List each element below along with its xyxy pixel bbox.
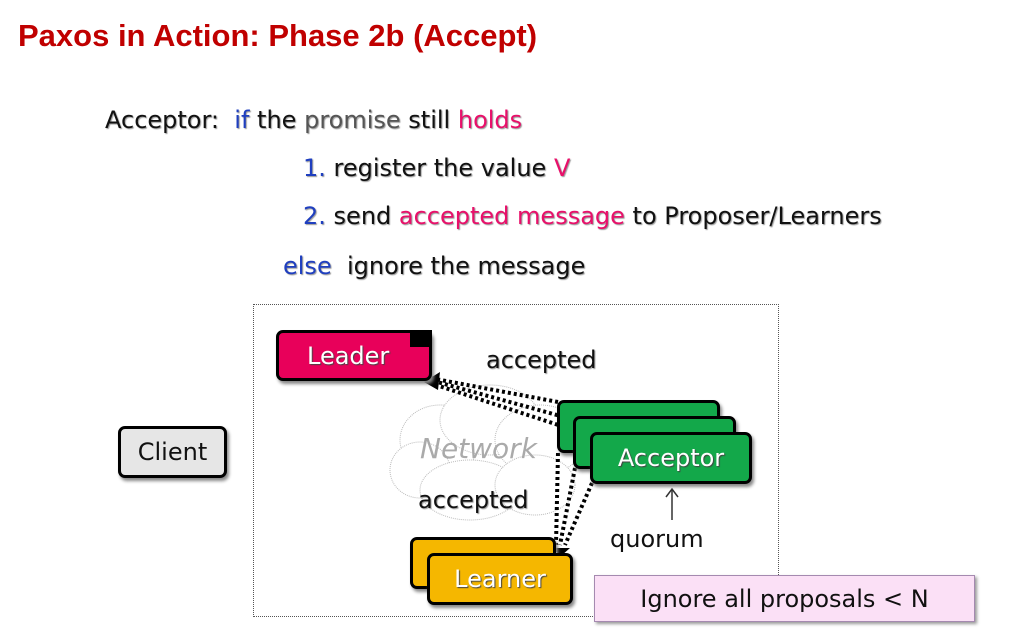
learner-node: Learner — [427, 553, 573, 605]
step-number: 2. — [303, 202, 326, 230]
else-text: ignore the message — [346, 252, 586, 280]
arrowhead-icon — [552, 548, 570, 556]
word-the: the — [257, 106, 297, 134]
diagram-frame — [253, 304, 779, 617]
word-still: still — [408, 106, 451, 134]
acceptor-label: Acceptor: — [105, 106, 220, 134]
step-text: send — [333, 202, 392, 230]
rule-line-1: Acceptor: if the promise still holds — [105, 106, 522, 134]
leader-label: Leader — [307, 341, 390, 370]
acceptor-node: Acceptor — [590, 432, 752, 484]
step-text: to — [632, 202, 657, 230]
quorum-label: quorum — [610, 525, 704, 553]
rule-else: else ignore the message — [283, 252, 585, 280]
accepted-label-top: accepted — [486, 346, 597, 374]
leader-corner-marker — [410, 330, 432, 347]
value-v: V — [553, 154, 571, 182]
client-label: Client — [137, 438, 208, 466]
word-promise: promise — [304, 106, 401, 134]
network-label: Network — [420, 432, 537, 465]
if-keyword: if — [234, 106, 250, 134]
accepted-message-text: accepted message — [398, 202, 625, 230]
arrowhead-icon — [424, 372, 440, 390]
else-keyword: else — [283, 252, 332, 280]
rule-step-2: 2. send accepted message to Proposer/Lea… — [303, 202, 882, 230]
step-number: 1. — [303, 154, 326, 182]
ignore-note: Ignore all proposals < N — [594, 575, 975, 622]
learner-label: Learner — [454, 565, 546, 593]
rule-step-1: 1. register the value V — [303, 154, 570, 182]
quorum-arrow-icon — [665, 487, 679, 520]
step-text: register the value — [333, 154, 547, 182]
word-holds: holds — [457, 106, 523, 134]
accepted-label-bottom: accepted — [418, 486, 529, 514]
leader-node: Leader — [276, 330, 432, 381]
slide-title: Paxos in Action: Phase 2b (Accept) — [18, 18, 538, 53]
client-node: Client — [118, 426, 227, 478]
accepted-arrows — [429, 376, 594, 546]
target-text: Proposer/Learners — [664, 202, 882, 230]
acceptor-label: Acceptor — [617, 444, 725, 472]
ignore-note-text: Ignore all proposals < N — [640, 584, 929, 613]
